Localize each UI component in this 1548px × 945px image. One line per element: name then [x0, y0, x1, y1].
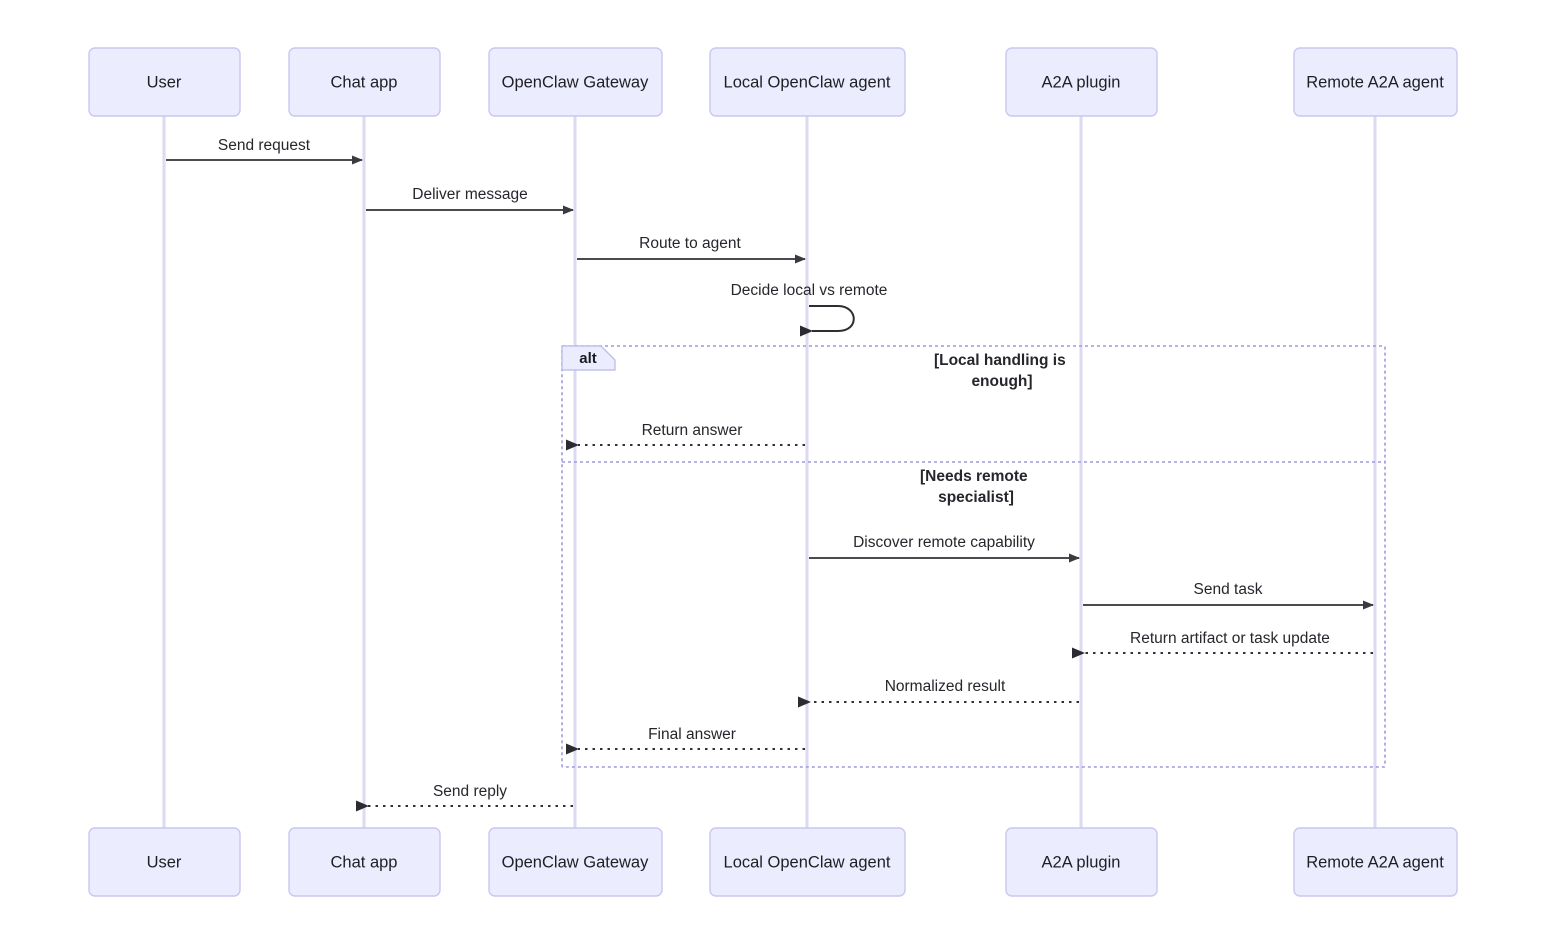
lifelines-group [162, 116, 1377, 828]
messages-group: Send request Deliver message Route to ag… [166, 137, 1374, 812]
message-label-send-task: Send task [1194, 581, 1263, 598]
alt-condition-1-line2: enough] [971, 373, 1032, 390]
message-discover-remote-capability[interactable]: Discover remote capability [809, 534, 1080, 563]
participant-label-user-bottom: User [147, 853, 182, 871]
participant-bottom-local-openclaw-agent[interactable]: Local OpenClaw agent [709, 827, 906, 897]
participant-bottom-chat-app[interactable]: Chat app [288, 827, 441, 897]
participant-box-openclaw-gateway-top [488, 47, 663, 117]
message-label-send-request: Send request [218, 137, 311, 154]
participant-label-chat-app-bottom: Chat app [331, 853, 398, 871]
participant-box-chat-app-top [288, 47, 441, 117]
participant-bottom-a2a-plugin[interactable]: A2A plugin [1005, 827, 1158, 897]
alt-condition-2-line2: specialist] [938, 489, 1014, 506]
message-label-return-answer: Return answer [642, 422, 743, 439]
participant-label-remote-a2a-agent-top: Remote A2A agent [1306, 73, 1444, 91]
participant-box-local-openclaw-agent-bottom [709, 827, 906, 897]
message-send-reply[interactable]: Send reply [356, 783, 573, 812]
participant-label-local-openclaw-agent-top: Local OpenClaw agent [724, 73, 891, 91]
participant-label-openclaw-gateway-bottom: OpenClaw Gateway [502, 853, 649, 871]
participant-bottom-user[interactable]: User [88, 827, 241, 897]
message-return-artifact-or-task-update[interactable]: Return artifact or task update [1072, 630, 1373, 659]
message-label-route-to-agent: Route to agent [639, 235, 741, 252]
participant-label-remote-a2a-agent-bottom: Remote A2A agent [1306, 853, 1444, 871]
message-final-answer[interactable]: Final answer [566, 726, 805, 755]
message-label-decide-local-vs-remote: Decide local vs remote [731, 282, 888, 299]
participant-label-local-openclaw-agent-bottom: Local OpenClaw agent [724, 853, 891, 871]
alt-fragment-frame [561, 345, 1386, 768]
message-label-final-answer: Final answer [648, 726, 736, 743]
participant-top-chat-app[interactable]: Chat app [288, 47, 441, 117]
message-decide-local-vs-remote[interactable]: Decide local vs remote [731, 282, 888, 337]
participant-bottom-remote-a2a-agent[interactable]: Remote A2A agent [1293, 827, 1458, 897]
participant-top-a2a-plugin[interactable]: A2A plugin [1005, 47, 1158, 117]
alt-condition-2-line1: [Needs remote [920, 468, 1028, 485]
participants-top: User Chat app OpenClaw Gateway Local Ope… [88, 47, 1458, 117]
alt-tag-shape [561, 345, 616, 371]
participant-label-user-top: User [147, 73, 182, 91]
participant-label-a2a-plugin-top: A2A plugin [1042, 73, 1121, 91]
participant-box-remote-a2a-agent-bottom [1293, 827, 1458, 897]
participant-box-remote-a2a-agent-top [1293, 47, 1458, 117]
participant-top-remote-a2a-agent[interactable]: Remote A2A agent [1293, 47, 1458, 117]
participant-box-local-openclaw-agent-top [709, 47, 906, 117]
participant-box-a2a-plugin-bottom [1005, 827, 1158, 897]
message-selfloop-decide-local-vs-remote [800, 305, 855, 337]
participant-box-openclaw-gateway-bottom [488, 827, 663, 897]
participant-top-user[interactable]: User [88, 47, 241, 117]
participant-top-openclaw-gateway[interactable]: OpenClaw Gateway [488, 47, 663, 117]
participant-top-local-openclaw-agent[interactable]: Local OpenClaw agent [709, 47, 906, 117]
participant-box-chat-app-bottom [288, 827, 441, 897]
alt-tag-label: alt [579, 350, 597, 367]
message-send-request[interactable]: Send request [166, 137, 363, 165]
participants-bottom: User Chat app OpenClaw Gateway Local Ope… [88, 827, 1458, 897]
participant-box-user-bottom [88, 827, 241, 897]
message-send-task[interactable]: Send task [1083, 581, 1374, 610]
message-label-return-artifact-or-task-update: Return artifact or task update [1130, 630, 1330, 647]
message-label-send-reply: Send reply [433, 783, 507, 800]
participant-label-chat-app-top: Chat app [331, 73, 398, 91]
participant-box-a2a-plugin-top [1005, 47, 1158, 117]
participant-bottom-openclaw-gateway[interactable]: OpenClaw Gateway [488, 827, 663, 897]
message-return-answer[interactable]: Return answer [566, 422, 805, 451]
message-label-normalized-result: Normalized result [885, 678, 1006, 695]
alt-condition-2: [Needs remote specialist] [920, 468, 1032, 506]
alt-condition-1: [Local handling is enough] [934, 352, 1070, 390]
participant-label-openclaw-gateway-top: OpenClaw Gateway [502, 73, 649, 91]
participant-label-a2a-plugin-bottom: A2A plugin [1042, 853, 1121, 871]
message-deliver-message[interactable]: Deliver message [366, 186, 574, 215]
message-label-discover-remote-capability: Discover remote capability [853, 534, 1035, 551]
alt-condition-1-line1: [Local handling is [934, 352, 1066, 369]
alt-fragment: alt [Local handling is enough] [Needs re… [561, 345, 1386, 768]
participant-box-user-top [88, 47, 241, 117]
message-normalized-result[interactable]: Normalized result [798, 678, 1079, 708]
message-route-to-agent[interactable]: Route to agent [577, 235, 806, 264]
message-label-deliver-message: Deliver message [412, 186, 527, 203]
